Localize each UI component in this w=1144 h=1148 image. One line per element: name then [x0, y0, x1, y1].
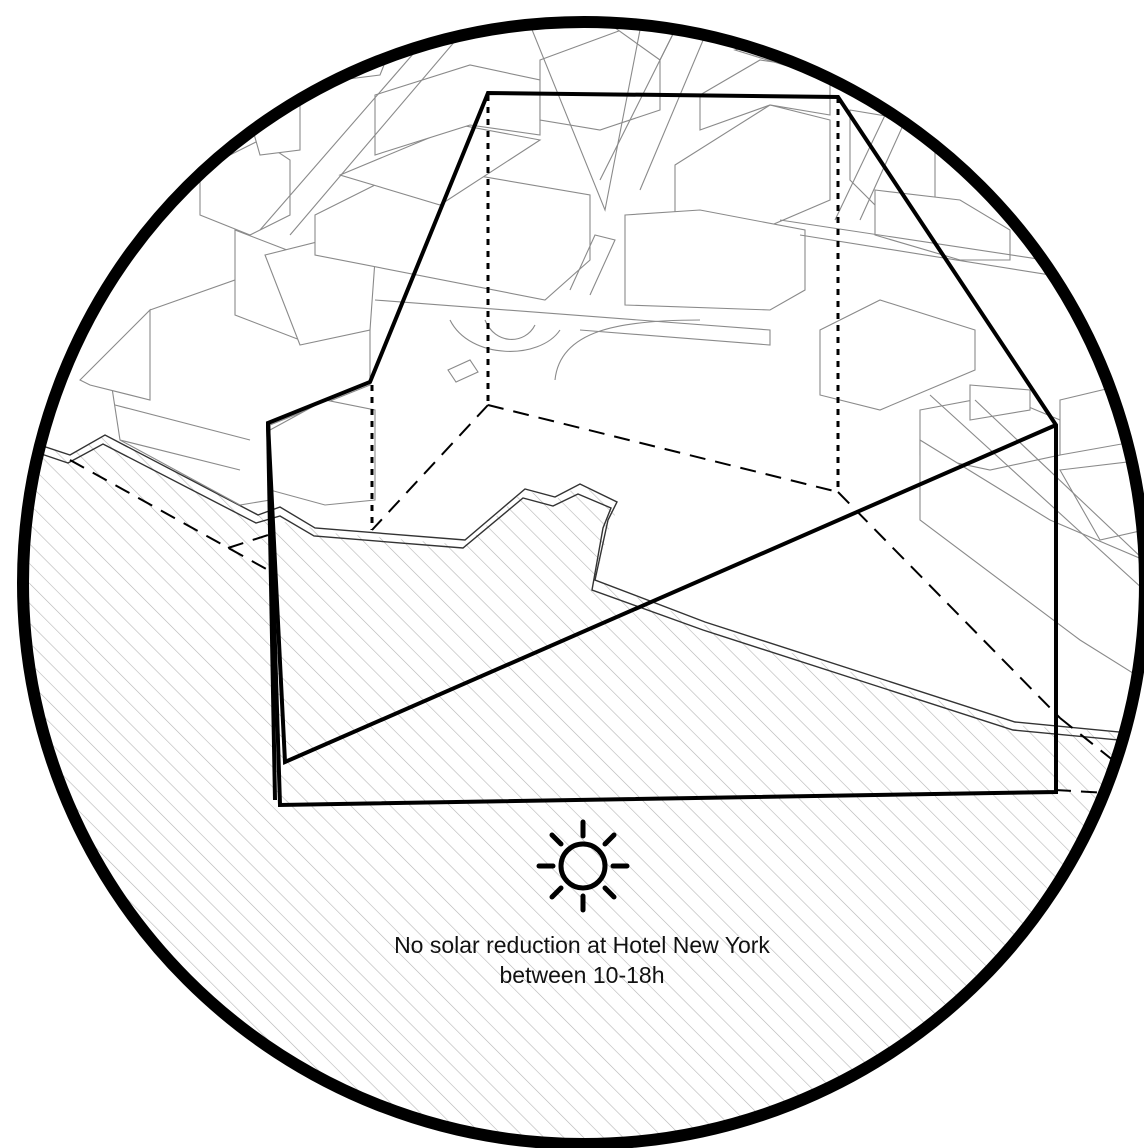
- caption-line-2: between 10-18h: [272, 960, 892, 990]
- caption-line-1: No solar reduction at Hotel New York: [272, 930, 892, 960]
- solar-caption: No solar reduction at Hotel New York bet…: [272, 930, 892, 990]
